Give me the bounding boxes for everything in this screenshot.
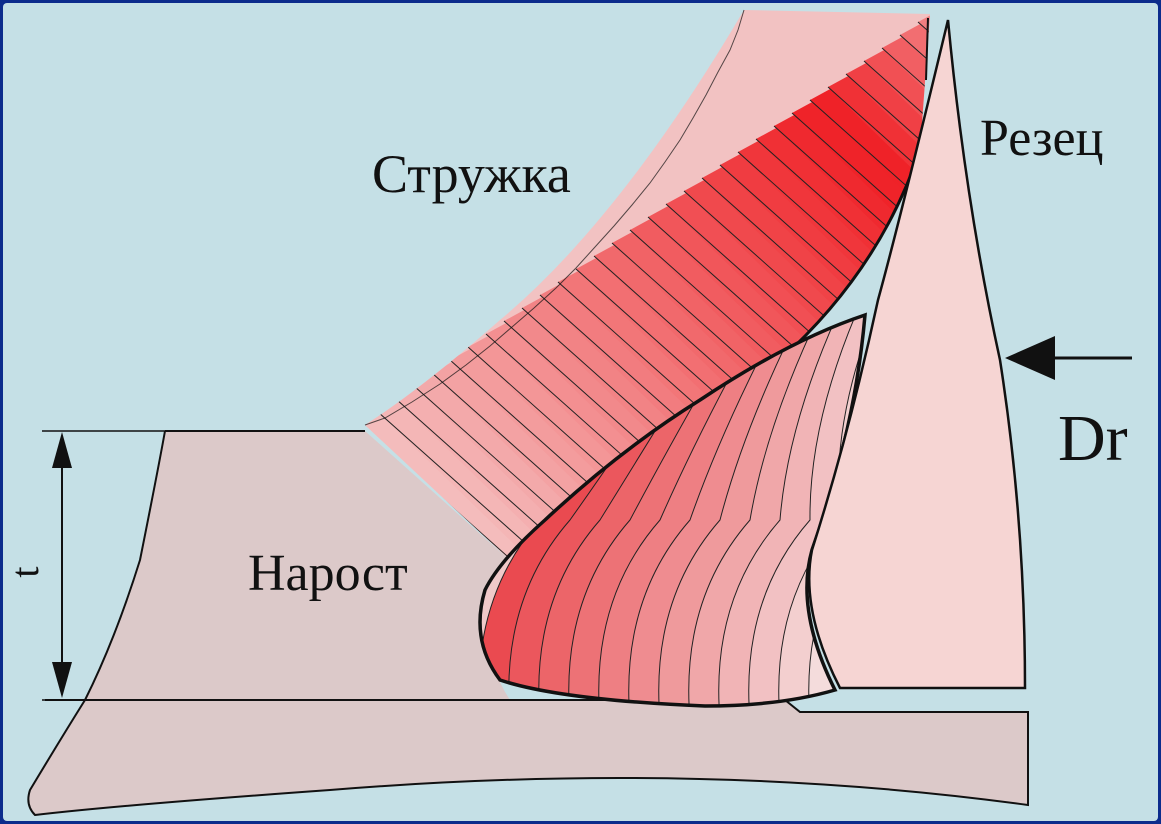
force-label: Dr xyxy=(1058,402,1128,475)
depth-label: t xyxy=(2,566,47,577)
built-up-edge-label: Нарост xyxy=(248,545,408,602)
cutter-label: Резец xyxy=(980,110,1103,167)
chip-label: Стружка xyxy=(372,144,571,204)
